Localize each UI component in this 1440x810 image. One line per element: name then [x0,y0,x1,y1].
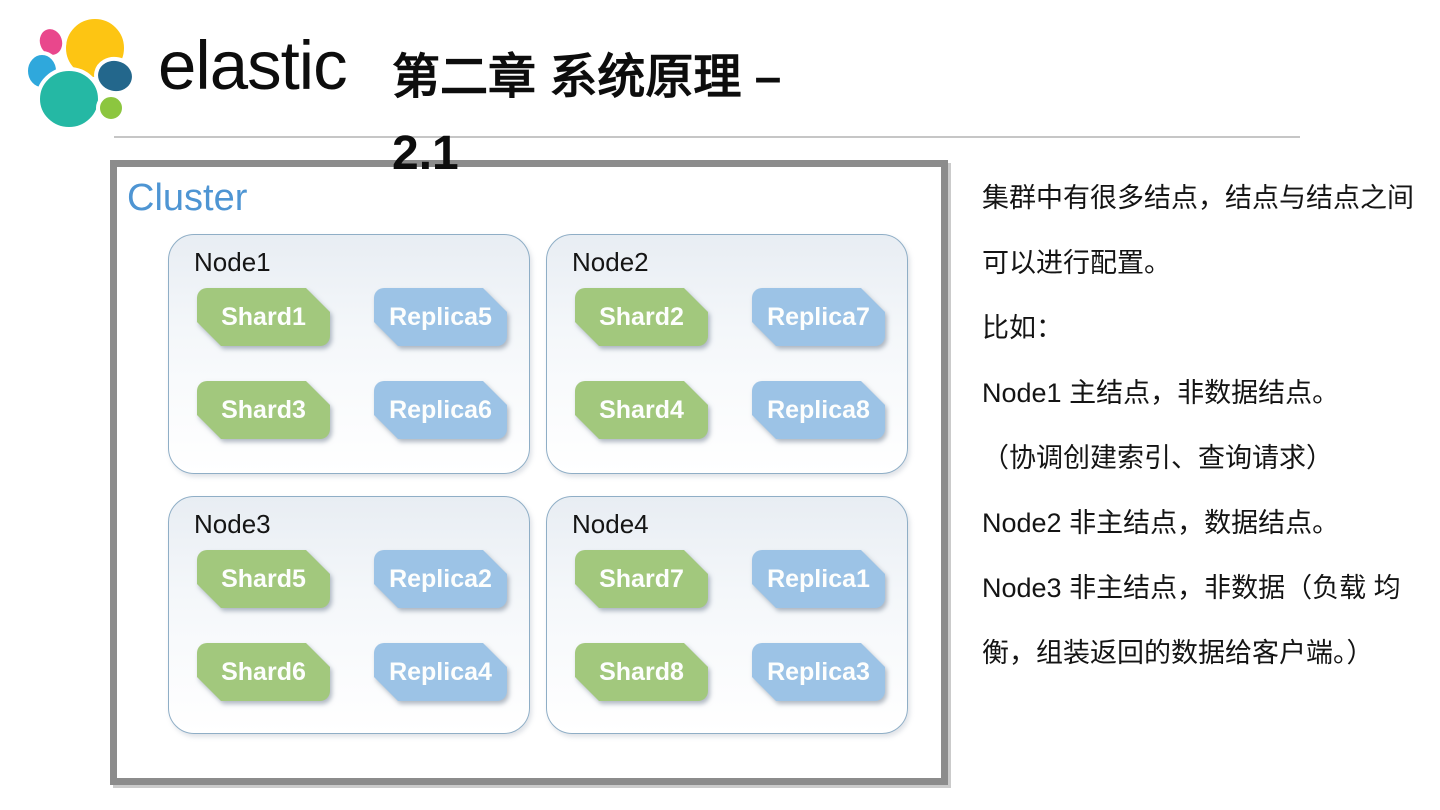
replica-chip: Replica7 [752,288,885,346]
elastic-logo-icon [24,6,145,131]
replica-chip: Replica8 [752,381,885,439]
notes-column: 集群中有很多结点，结点与结点之间 可以进行配置。 比如： Node1 主结点，非… [982,166,1432,686]
replica-chip: Replica2 [374,550,507,608]
node-box-node3: Node3 Shard5 Replica2 Shard6 Replica4 [168,496,530,734]
node-box-node2: Node2 Shard2 Replica7 Shard4 Replica8 [546,234,908,474]
node-label: Node3 [194,509,271,539]
logo-blob-teal [36,67,102,131]
note-line: 衡，组装返回的数据给客户端。） [982,638,1374,668]
replica-chip: Replica6 [374,381,507,439]
shard-chip: Shard4 [575,381,708,439]
note-line: Node1 主结点，非数据结点。 [982,378,1340,408]
page-title-line1: 第二章 系统原理 – [392,51,782,104]
node-label: Node4 [572,509,649,539]
elastic-logo-svg [24,15,136,131]
node-label: Node1 [194,247,271,277]
node-label: Node2 [572,247,649,277]
shard-chip: Shard2 [575,288,708,346]
page-title-line2: 2.1 [392,127,459,180]
note-line: Node3 非主结点，非数据（负载 均 [982,573,1401,603]
shard-chip: Shard1 [197,288,330,346]
logo-blob-pink [35,25,67,59]
shard-chip: Shard5 [197,550,330,608]
note-line: 比如： [982,313,1063,343]
note-line: 可以进行配置。 [982,248,1171,278]
brand-wordmark: elastic [158,27,348,104]
note-line: （协调创建索引、查询请求） [982,443,1333,473]
note-line: Node2 非主结点，数据结点。 [982,508,1340,538]
replica-chip: Replica4 [374,643,507,701]
node-box-node4: Node4 Shard7 Replica1 Shard8 Replica3 [546,496,908,734]
cluster-box: Cluster Node1 Shard1 Replica5 Shard3 Rep… [110,160,948,785]
replica-chip: Replica3 [752,643,885,701]
cluster-label: Cluster [127,177,248,219]
shard-chip: Shard6 [197,643,330,701]
node-box-node1: Node1 Shard1 Replica5 Shard3 Replica6 [168,234,530,474]
logo-blob-green [96,93,126,123]
logo-blob-dark-blue [94,56,136,96]
shard-chip: Shard7 [575,550,708,608]
shard-chip: Shard8 [575,643,708,701]
replica-chip: Replica5 [374,288,507,346]
note-line: 集群中有很多结点，结点与结点之间 [982,183,1414,213]
replica-chip: Replica1 [752,550,885,608]
shard-chip: Shard3 [197,381,330,439]
header-divider [114,136,1300,138]
page-title: 第二章 系统原理 – 2.1 [392,40,781,192]
